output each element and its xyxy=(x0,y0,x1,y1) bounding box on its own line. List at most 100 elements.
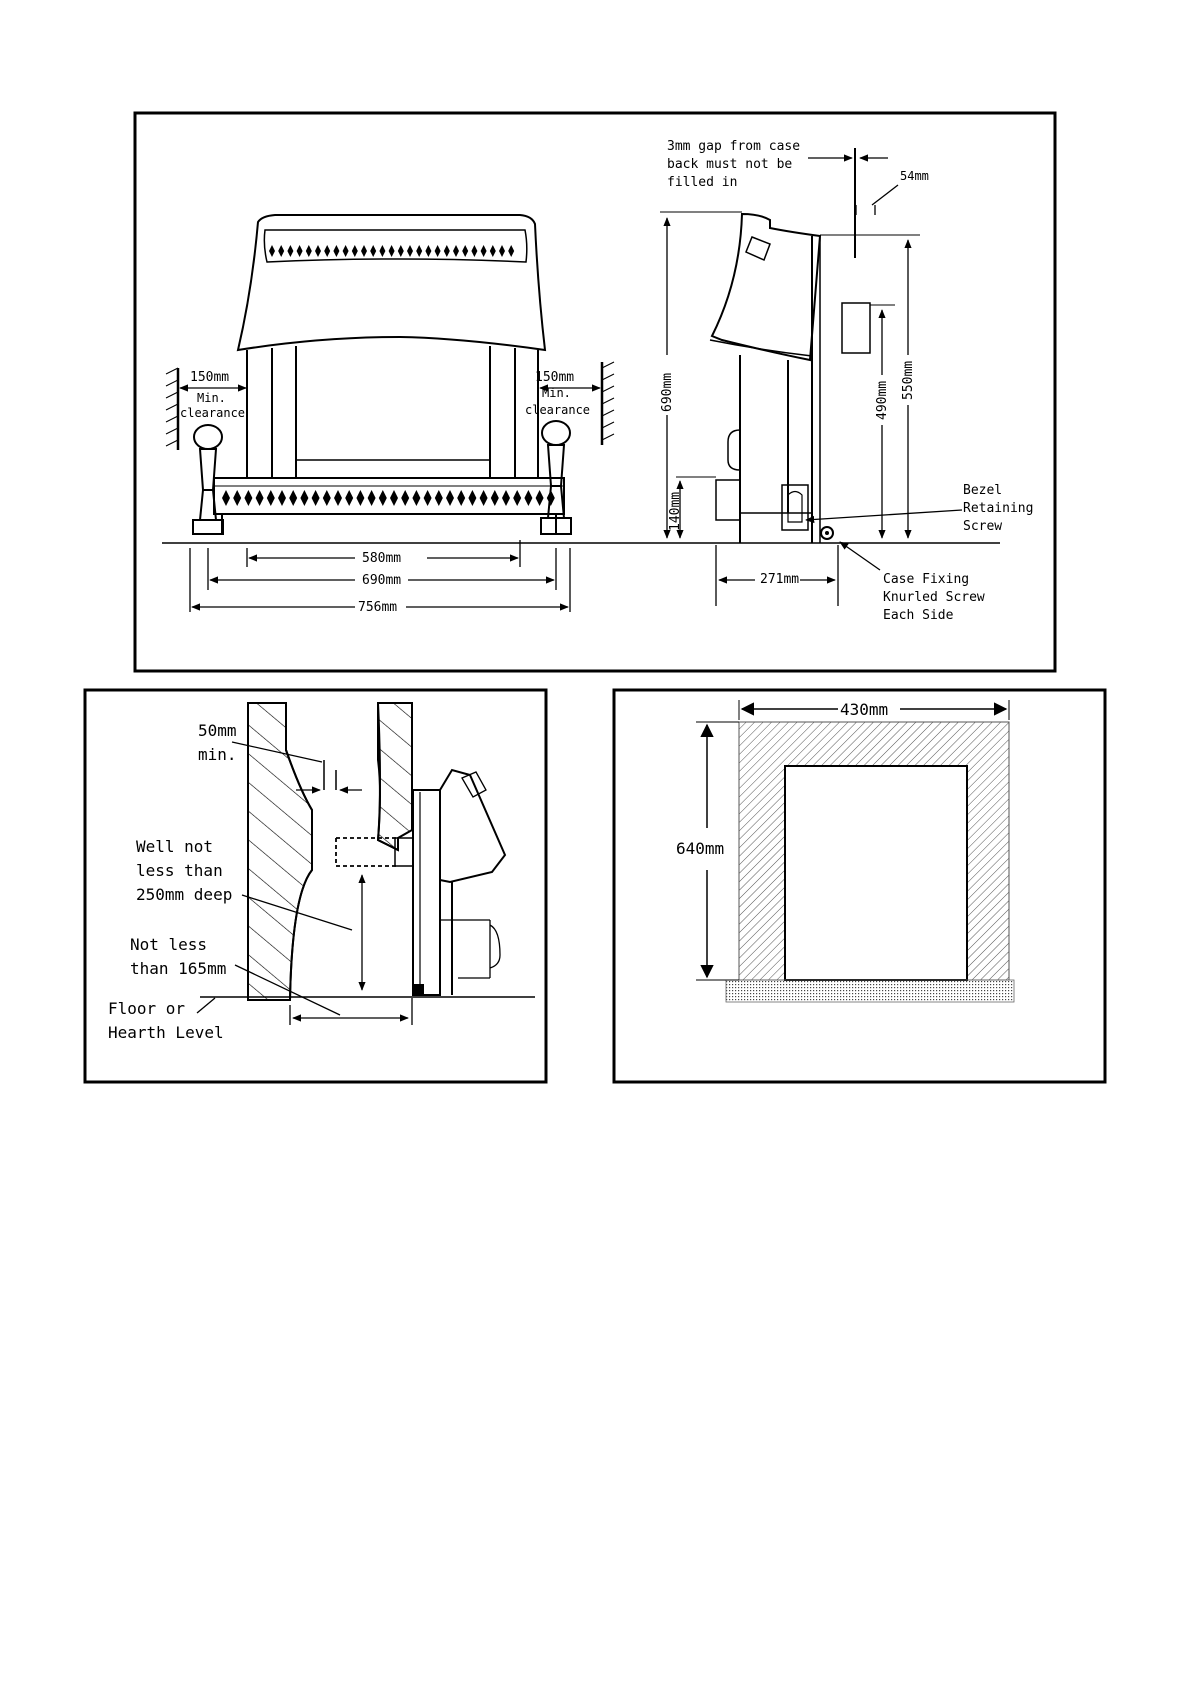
diamond-ornament xyxy=(468,490,476,506)
diamond-ornament xyxy=(536,490,544,506)
case-label-line1: Case Fixing xyxy=(883,572,969,587)
diamond-ornament xyxy=(300,490,308,506)
diamond-ornament xyxy=(297,245,303,257)
depth-label-line2: than 165mm xyxy=(130,959,226,978)
diamond-ornament xyxy=(490,245,496,257)
diamond-ornament xyxy=(370,245,376,257)
front-view xyxy=(162,215,1000,543)
flue-labels: 50mm min. Well not less than 250mm deep … xyxy=(108,721,237,1042)
dim-580: 580mm xyxy=(362,551,401,566)
left-clearance-min: Min. xyxy=(197,391,226,405)
gap-note-line3: filled in xyxy=(667,175,737,190)
diamond-ornament xyxy=(356,490,364,506)
diamond-ornament xyxy=(502,490,510,506)
diamond-ornament xyxy=(333,245,339,257)
diamond-ornament xyxy=(368,490,376,506)
diamond-ornament xyxy=(453,245,459,257)
diamond-ornament xyxy=(446,490,454,506)
diamond-ornament xyxy=(424,490,432,506)
diamond-ornament xyxy=(343,245,349,257)
diamond-ornament xyxy=(481,245,487,257)
bezel-label-line1: Bezel xyxy=(963,483,1002,498)
dim-54: 54mm xyxy=(900,169,929,183)
diamond-ornament xyxy=(389,245,395,257)
depth-label-line1: Not less xyxy=(130,935,207,954)
well-label-line3: 250mm deep xyxy=(136,885,232,904)
case-label-line2: Knurled Screw xyxy=(883,590,985,605)
diamond-ornament xyxy=(352,245,358,257)
dim-690-front: 690mm xyxy=(362,573,401,588)
dim-550: 550mm xyxy=(901,361,916,400)
diamond-ornament xyxy=(379,245,385,257)
dim-490: 490mm xyxy=(875,381,890,420)
well-label-line2: less than xyxy=(136,861,223,880)
diamond-ornament xyxy=(425,245,431,257)
diamond-ornament xyxy=(323,490,331,506)
flue-section xyxy=(200,703,535,1000)
diamond-ornament xyxy=(287,245,293,257)
dim-756: 756mm xyxy=(358,600,397,615)
diamond-ornament xyxy=(457,490,465,506)
diamond-ornament xyxy=(244,490,252,506)
right-clearance-dim: 150mm xyxy=(535,370,574,385)
left-clearance-dim: 150mm xyxy=(190,370,229,385)
opening-width: 430mm xyxy=(840,700,888,719)
diamond-ornament xyxy=(401,490,409,506)
diamond-ornament xyxy=(471,245,477,257)
opening-height: 640mm xyxy=(676,839,724,858)
diamond-ornament xyxy=(278,490,286,506)
opening-drawing xyxy=(726,722,1014,1002)
diamond-ornament xyxy=(462,245,468,257)
diamond-ornament xyxy=(222,490,230,506)
gap-note-line2: back must not be xyxy=(667,157,792,172)
diamond-ornament xyxy=(361,245,367,257)
diamond-ornament xyxy=(480,490,488,506)
floor-label-line2: Hearth Level xyxy=(108,1023,224,1042)
left-clearance-word: clearance xyxy=(180,406,245,420)
gap-label-line2: min. xyxy=(198,745,237,764)
diamond-ornament xyxy=(289,490,297,506)
dim-140: 140mm xyxy=(668,492,683,531)
gap-label-line1: 50mm xyxy=(198,721,237,740)
diamond-ornament xyxy=(435,245,441,257)
diamond-ornament xyxy=(345,490,353,506)
diamond-ornament xyxy=(324,245,330,257)
diamond-ornament xyxy=(256,490,264,506)
diamond-ornament xyxy=(499,245,505,257)
right-clearance-min: Min. xyxy=(542,386,571,400)
case-label-line3: Each Side xyxy=(883,608,954,623)
diamond-ornament xyxy=(334,490,342,506)
diamond-ornament xyxy=(416,245,422,257)
diamond-ornament xyxy=(306,245,312,257)
diamond-ornament xyxy=(398,245,404,257)
diamond-ornament xyxy=(269,245,275,257)
right-clearance-word: clearance xyxy=(525,403,590,417)
well-label-line1: Well not xyxy=(136,837,213,856)
diamond-ornament xyxy=(491,490,499,506)
bezel-label-line2: Retaining xyxy=(963,501,1033,516)
diamond-ornament xyxy=(267,490,275,506)
diamond-ornament xyxy=(444,245,450,257)
gap-note-line1: 3mm gap from case xyxy=(667,139,800,154)
diamond-ornament xyxy=(379,490,387,506)
diamond-ornament xyxy=(407,245,413,257)
diamond-ornament xyxy=(508,245,514,257)
floor-label-line1: Floor or xyxy=(108,999,185,1018)
side-view xyxy=(710,148,870,543)
diamond-ornament xyxy=(278,245,284,257)
diamond-ornament xyxy=(513,490,521,506)
bezel-label-line3: Screw xyxy=(963,519,1002,534)
diamond-ornament xyxy=(312,490,320,506)
diamond-ornament xyxy=(524,490,532,506)
left-finial xyxy=(193,425,223,534)
dim-271: 271mm xyxy=(760,572,799,587)
diamond-ornament xyxy=(233,490,241,506)
diamond-ornament xyxy=(315,245,321,257)
dim-690-side: 690mm xyxy=(660,373,675,412)
base-diamond-row xyxy=(222,490,555,506)
diamond-ornament xyxy=(435,490,443,506)
diamond-ornament xyxy=(412,490,420,506)
diamond-ornament xyxy=(390,490,398,506)
canopy-diamond-row xyxy=(269,245,514,257)
